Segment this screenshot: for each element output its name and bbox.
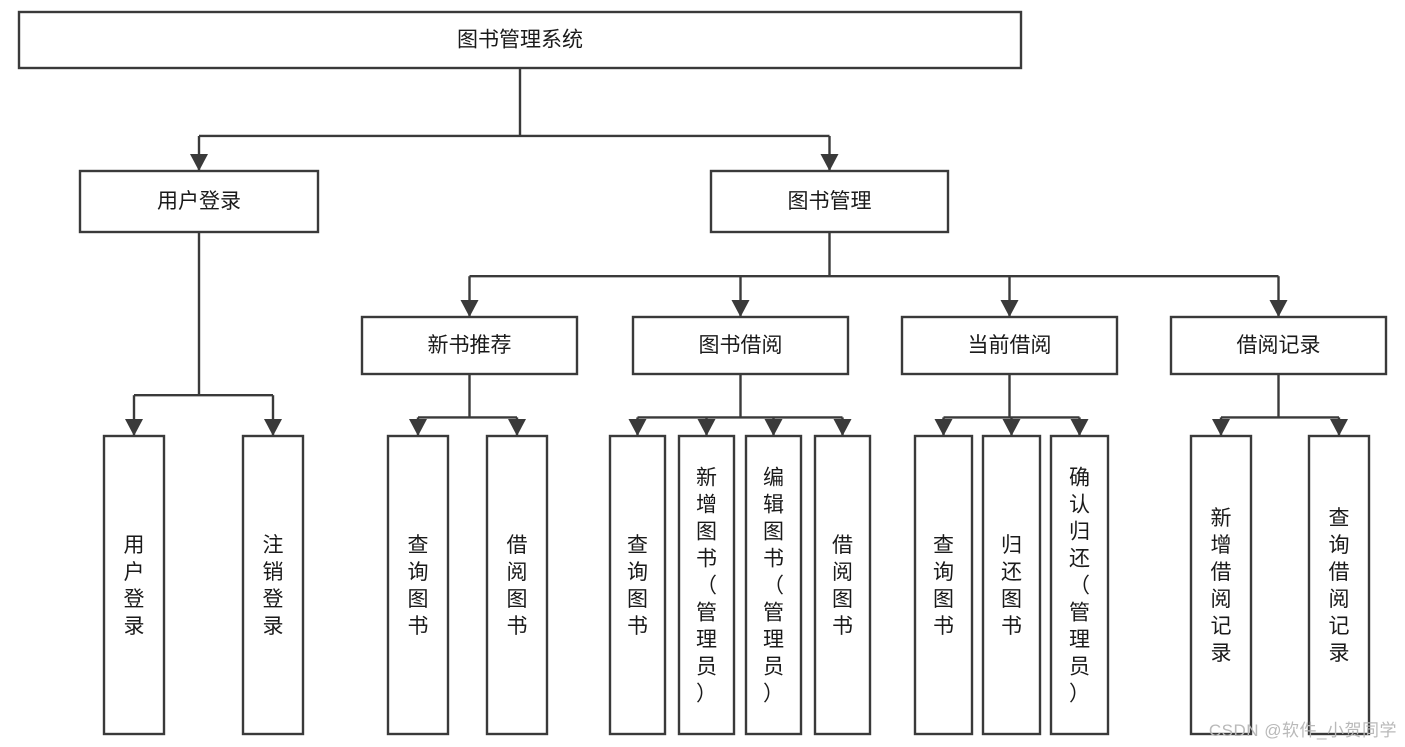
arrow-head-icon — [1002, 419, 1021, 436]
node-leaf-borrow-query[interactable]: 查询图书 — [608, 434, 667, 736]
node-box-leaf-rec-query — [386, 434, 450, 736]
arrow-head-icon — [508, 419, 526, 436]
node-label-root: 图书管理系统 — [457, 29, 583, 52]
arrow-head-icon — [409, 419, 427, 436]
node-label-leaf-rec-borrow: 借阅图书 — [507, 534, 528, 638]
node-leaf-cur-return[interactable]: 归还图书 — [981, 434, 1042, 736]
node-label-leaf-cur-confirm: 确认归还（管理员） — [1069, 467, 1090, 706]
node-box-leaf-user-logout — [241, 434, 305, 736]
node-box-leaf-borrow-lend — [813, 434, 872, 736]
node-box-leaf-borrow-edit — [744, 434, 803, 736]
edge-group-book-borrow — [628, 374, 852, 436]
edge-group-root — [190, 68, 839, 171]
node-box-leaf-cur-confirm — [1049, 434, 1110, 736]
arrow-head-icon — [1269, 300, 1288, 317]
node-label-leaf-borrow-query: 查询图书 — [627, 534, 648, 638]
node-leaf-user-login[interactable]: 用户登录 — [102, 434, 166, 736]
node-box-leaf-rec-search — [1307, 434, 1371, 736]
node-box-leaf-rec-borrow — [485, 434, 549, 736]
arrow-head-icon — [190, 154, 208, 171]
node-label-leaf-borrow-edit: 编辑图书（管理员） — [763, 467, 784, 706]
arrow-head-icon — [820, 154, 839, 171]
node-leaf-rec-borrow[interactable]: 借阅图书 — [485, 434, 549, 736]
node-label-leaf-rec-add: 新增借阅记录 — [1211, 507, 1232, 665]
node-label-user-login: 用户登录 — [157, 190, 241, 213]
node-box-new-book-rec — [360, 315, 579, 376]
node-label-leaf-user-login: 用户登录 — [124, 534, 145, 638]
node-label-borrow-record: 借阅记录 — [1237, 334, 1321, 357]
node-label-leaf-rec-search: 查询借阅记录 — [1329, 507, 1350, 665]
node-label-leaf-user-logout: 注销登录 — [263, 534, 284, 638]
node-label-leaf-cur-return: 归还图书 — [1001, 534, 1022, 638]
node-leaf-cur-confirm[interactable]: 确认归还（管理员） — [1049, 434, 1110, 736]
node-box-user-login — [78, 169, 320, 234]
node-label-leaf-borrow-add: 新增图书（管理员） — [696, 467, 717, 706]
node-leaf-user-logout[interactable]: 注销登录 — [241, 434, 305, 736]
edge-group-user-login — [125, 232, 282, 436]
arrow-head-icon — [1000, 300, 1019, 317]
node-leaf-borrow-edit[interactable]: 编辑图书（管理员） — [744, 434, 803, 736]
node-label-book-borrow: 图书借阅 — [699, 334, 783, 357]
arrow-head-icon — [125, 419, 143, 436]
node-new-book-rec[interactable]: 新书推荐 — [360, 315, 579, 376]
arrow-head-icon — [1070, 419, 1089, 436]
edge-group-new-book-rec — [409, 374, 526, 436]
arrow-head-icon — [460, 300, 479, 317]
edge-group-borrow-record — [1212, 374, 1348, 436]
node-leaf-rec-search[interactable]: 查询借阅记录 — [1307, 434, 1371, 736]
node-leaf-rec-query[interactable]: 查询图书 — [386, 434, 450, 736]
node-box-leaf-borrow-query — [608, 434, 667, 736]
edge-layer — [125, 68, 1348, 436]
arrow-head-icon — [1330, 419, 1348, 436]
node-leaf-rec-add[interactable]: 新增借阅记录 — [1189, 434, 1253, 736]
node-book-borrow[interactable]: 图书借阅 — [631, 315, 850, 376]
node-label-leaf-borrow-lend: 借阅图书 — [832, 534, 853, 638]
node-box-root — [17, 10, 1023, 70]
node-box-book-borrow — [631, 315, 850, 376]
node-label-leaf-cur-query: 查询图书 — [933, 534, 954, 638]
node-box-leaf-user-login — [102, 434, 166, 736]
node-leaf-borrow-lend[interactable]: 借阅图书 — [813, 434, 872, 736]
node-borrow-record[interactable]: 借阅记录 — [1169, 315, 1388, 376]
node-box-current-borrow — [900, 315, 1119, 376]
node-box-leaf-rec-add — [1189, 434, 1253, 736]
arrow-head-icon — [264, 419, 282, 436]
node-label-new-book-rec: 新书推荐 — [428, 334, 512, 357]
arrow-head-icon — [934, 419, 953, 436]
node-root[interactable]: 图书管理系统 — [17, 10, 1023, 70]
node-user-login[interactable]: 用户登录 — [78, 169, 320, 234]
node-leaf-borrow-add[interactable]: 新增图书（管理员） — [677, 434, 736, 736]
watermark-label: CSDN @软件_小贺同学 — [1208, 721, 1397, 740]
node-box-leaf-cur-query — [913, 434, 974, 736]
arrow-head-icon — [731, 300, 750, 317]
node-leaf-cur-query[interactable]: 查询图书 — [913, 434, 974, 736]
arrow-head-icon — [628, 419, 647, 436]
node-label-current-borrow: 当前借阅 — [968, 334, 1052, 357]
node-box-book-manage — [709, 169, 950, 234]
node-book-manage[interactable]: 图书管理 — [709, 169, 950, 234]
node-box-borrow-record — [1169, 315, 1388, 376]
node-current-borrow[interactable]: 当前借阅 — [900, 315, 1119, 376]
edge-group-book-manage — [460, 232, 1288, 317]
arrow-head-icon — [833, 419, 852, 436]
arrow-head-icon — [697, 419, 716, 436]
node-label-leaf-rec-query: 查询图书 — [408, 534, 429, 638]
node-label-book-manage: 图书管理 — [788, 190, 872, 213]
node-box-leaf-cur-return — [981, 434, 1042, 736]
edge-group-current-borrow — [934, 374, 1089, 436]
node-layer: 图书管理系统用户登录图书管理新书推荐图书借阅当前借阅借阅记录用户登录注销登录查询… — [17, 10, 1388, 736]
node-box-leaf-borrow-add — [677, 434, 736, 736]
arrow-head-icon — [1212, 419, 1230, 436]
arrow-head-icon — [764, 419, 783, 436]
